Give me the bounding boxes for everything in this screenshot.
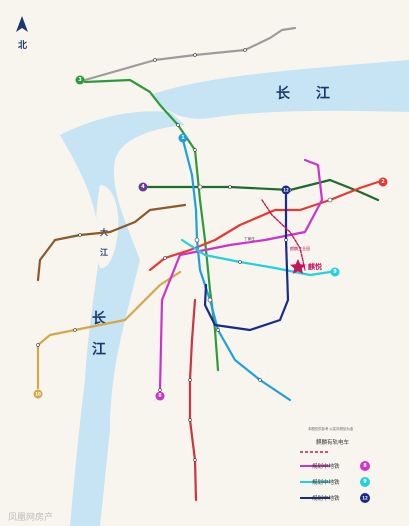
line-badge-10-label: 10: [35, 392, 41, 397]
station: [238, 260, 242, 264]
line-badges: 1 2 3 4 10 8 9 12: [33, 75, 388, 401]
station-label-chuanxin: 丁家庄: [244, 236, 255, 241]
line-10: [36, 270, 182, 390]
compass-label: 北: [18, 39, 27, 51]
station: [193, 458, 197, 462]
station-label-zhenfeng: 麒麟工业园: [290, 245, 310, 251]
legend-line-12-label: 规划中地铁: [312, 494, 340, 502]
station: [243, 48, 247, 52]
line-badge-12: [281, 185, 291, 195]
legend-line-9-num: 9: [363, 479, 367, 485]
station: [216, 328, 220, 332]
legend: 麒麟有轨电车 规划中地铁 8 规划中地铁 9 规划中地铁 12 本图仅供参考 以…: [300, 426, 370, 503]
line-1: [181, 138, 292, 402]
line-badge-2: [378, 177, 388, 187]
legend-line-9-badge: [360, 477, 370, 487]
station: [327, 197, 333, 203]
station: [158, 388, 162, 392]
watermark: 凤凰网房产: [8, 511, 53, 523]
yangtze-char-2: 江: [316, 85, 330, 102]
station: [188, 418, 192, 422]
legend-line-9-label: 规划中地铁: [312, 478, 340, 486]
station: [258, 378, 262, 382]
line-3-north-branch: [83, 26, 297, 82]
legend-line-8-num: 8: [363, 463, 367, 469]
qilin-tram-line: [261, 199, 306, 271]
line-badge-1: [178, 133, 188, 143]
line-badge-8: [155, 391, 165, 401]
station: [36, 343, 40, 347]
station: [163, 256, 167, 260]
station: [193, 53, 197, 57]
line-badge-9: [330, 267, 340, 277]
line-badge-10: [33, 389, 43, 399]
legend-line-8-badge: [360, 461, 370, 471]
station: [78, 233, 82, 237]
island-char-2: 江: [100, 247, 108, 257]
line-12: [203, 193, 290, 332]
station: [153, 58, 157, 62]
station: [193, 148, 197, 152]
line-badge-8-label: 8: [158, 393, 162, 399]
station: [197, 184, 203, 190]
line-2: [148, 180, 380, 272]
station: [284, 238, 288, 242]
line-s1: [188, 298, 198, 502]
legend-note: 本图仅供参考 以实际规划为准: [308, 426, 354, 431]
line-badge-2-label: 2: [381, 179, 385, 185]
station: [194, 237, 200, 243]
west-river: [60, 111, 185, 526]
yangtze-river: [150, 60, 409, 119]
line-s8: [36, 203, 187, 282]
legend-line-12-badge: [360, 493, 370, 503]
yangtze-char-1: 长: [276, 85, 291, 102]
project-label: 麒悦: [308, 262, 322, 271]
line-8: [158, 158, 324, 392]
line-badge-1-label: 1: [181, 135, 185, 141]
river-island: [95, 185, 119, 269]
north-arrow-icon: [16, 16, 28, 32]
station: [188, 378, 192, 382]
line-badge-9-label: 9: [333, 269, 337, 275]
legend-line-8-label: 规划中地铁: [312, 462, 340, 470]
station: [207, 297, 213, 303]
line-badge-4: [138, 182, 148, 192]
line-badge-4-label: 4: [141, 184, 145, 190]
legend-line-12-num: 12: [362, 496, 368, 501]
compass: 北: [16, 16, 28, 51]
west-river-char-2: 江: [92, 341, 106, 358]
stations: [36, 48, 333, 462]
station: [228, 185, 232, 189]
west-river-char-1: 长: [92, 310, 107, 327]
project-star: 麒悦: [290, 259, 322, 274]
station: [73, 328, 77, 332]
line-badge-12-label: 12: [283, 188, 289, 193]
line-9: [180, 238, 332, 277]
legend-tram-label: 麒麟有轨电车: [316, 438, 350, 446]
line-badge-3-label: 3: [78, 77, 82, 83]
line-4: [146, 178, 380, 202]
line-badge-3: [75, 75, 85, 85]
star-icon: [290, 259, 306, 274]
station: [176, 123, 180, 127]
